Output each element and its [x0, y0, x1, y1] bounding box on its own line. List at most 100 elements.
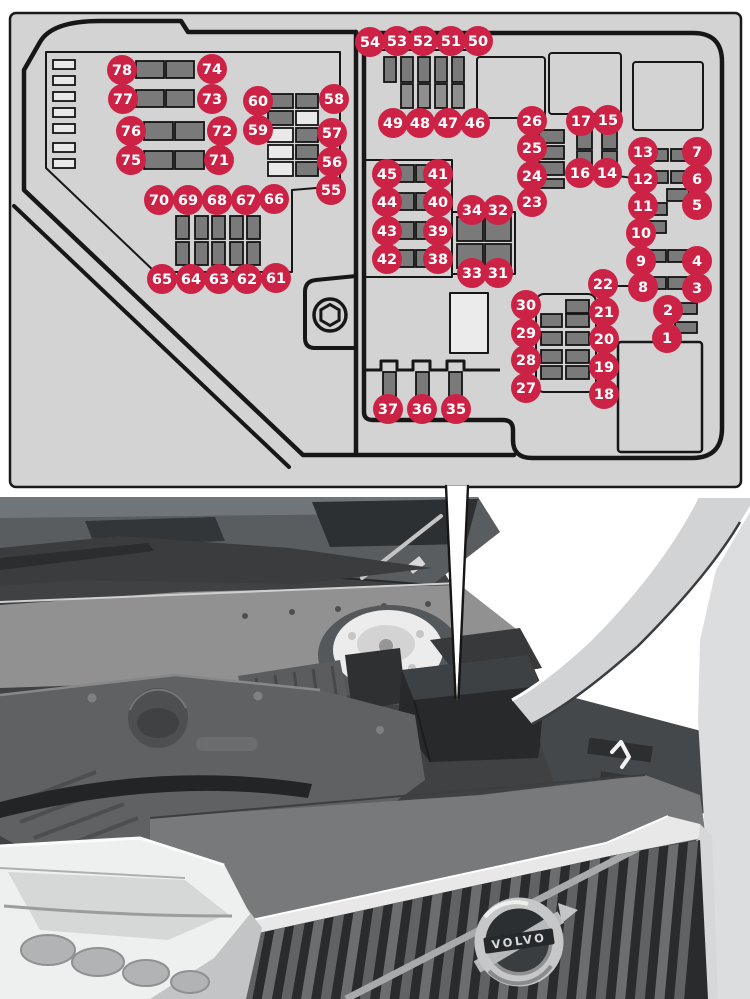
fuse-marker-5: 5	[682, 190, 712, 220]
svg-text:30: 30	[516, 298, 536, 314]
bolt-bracket	[303, 274, 358, 350]
fuse-marker-10: 10	[626, 218, 656, 248]
fuse-marker-27: 27	[511, 373, 541, 403]
fuse-marker-14: 14	[592, 158, 622, 188]
fuse-box-cover	[398, 655, 548, 763]
svg-text:60: 60	[248, 94, 268, 110]
engine-bay-photo: VOLVO	[0, 497, 750, 999]
fuse-marker-39: 39	[423, 216, 453, 246]
fuse-marker-43: 43	[372, 216, 402, 246]
svg-text:77: 77	[113, 92, 133, 108]
grille-slats	[242, 840, 699, 999]
left-headlight	[0, 836, 250, 999]
svg-text:76: 76	[121, 124, 141, 140]
fuse-marker-60: 60	[243, 86, 273, 116]
fuse-marker-34: 34	[457, 195, 487, 225]
svg-text:47: 47	[438, 116, 458, 132]
fuse-marker-33: 33	[457, 258, 487, 288]
svg-text:32: 32	[488, 203, 508, 219]
svg-text:35: 35	[446, 402, 466, 418]
svg-text:46: 46	[465, 116, 485, 132]
fuse-marker-35: 35	[441, 394, 471, 424]
svg-text:68: 68	[207, 193, 227, 209]
fuse-marker-56: 56	[317, 147, 347, 177]
fuse-marker-26: 26	[517, 106, 547, 136]
svg-text:27: 27	[516, 381, 536, 397]
fuse-number-layer: 1234567891011121314151617181920212223242…	[107, 26, 712, 424]
fuse-marker-58: 58	[319, 84, 349, 114]
fuse-marker-46: 46	[460, 108, 490, 138]
svg-text:5: 5	[692, 198, 702, 214]
callout-pointer	[444, 484, 470, 701]
svg-text:33: 33	[462, 266, 482, 282]
fuse-marker-20: 20	[589, 324, 619, 354]
fuse-marker-6: 6	[682, 164, 712, 194]
fuse-marker-23: 23	[517, 187, 547, 217]
fuse-marker-38: 38	[423, 244, 453, 274]
fuse-marker-12: 12	[628, 164, 658, 194]
svg-text:4: 4	[692, 254, 702, 270]
front-grille: VOLVO	[238, 815, 718, 999]
svg-text:58: 58	[324, 92, 344, 108]
wiper-arm	[0, 543, 154, 570]
fuse-marker-32: 32	[483, 195, 513, 225]
fuse-marker-72: 72	[207, 116, 237, 146]
svg-text:52: 52	[413, 34, 433, 50]
fuse-marker-25: 25	[517, 133, 547, 163]
svg-text:8: 8	[638, 280, 648, 296]
fuse-marker-47: 47	[433, 108, 463, 138]
svg-text:40: 40	[428, 195, 448, 211]
svg-text:13: 13	[633, 145, 653, 161]
svg-text:21: 21	[594, 305, 614, 321]
fusebox-outline	[12, 18, 725, 469]
fuse-marker-67: 67	[231, 185, 261, 215]
fuse-marker-28: 28	[511, 345, 541, 375]
svg-text:70: 70	[149, 193, 169, 209]
bumper-top	[149, 774, 706, 935]
fuse-marker-52: 52	[408, 26, 438, 56]
fuse-marker-9: 9	[626, 246, 656, 276]
svg-text:38: 38	[428, 252, 448, 268]
svg-text:25: 25	[522, 141, 542, 157]
iron-mark-arrow	[558, 903, 578, 923]
fuse-marker-69: 69	[173, 185, 203, 215]
svg-text:75: 75	[121, 153, 141, 169]
svg-text:63: 63	[209, 272, 229, 288]
svg-text:19: 19	[594, 360, 614, 376]
fuse-marker-53: 53	[382, 26, 412, 56]
fuse-marker-40: 40	[423, 187, 453, 217]
svg-text:57: 57	[322, 126, 342, 142]
svg-text:67: 67	[236, 193, 256, 209]
fuse-marker-30: 30	[511, 290, 541, 320]
svg-text:18: 18	[594, 387, 614, 403]
fuse-marker-36: 36	[407, 394, 437, 424]
volvo-emblem: VOLVO	[473, 897, 578, 987]
fuse-marker-16: 16	[565, 158, 595, 188]
svg-text:28: 28	[516, 353, 536, 369]
svg-text:54: 54	[360, 35, 380, 51]
fuse-marker-22: 22	[588, 269, 618, 299]
svg-text:10: 10	[631, 226, 651, 242]
fuse-marker-4: 4	[682, 246, 712, 276]
svg-text:12: 12	[633, 172, 653, 188]
fuse-marker-48: 48	[405, 108, 435, 138]
svg-text:50: 50	[468, 34, 488, 50]
svg-text:62: 62	[237, 272, 257, 288]
bolt-icon	[312, 297, 348, 333]
hood-vent-recess	[312, 499, 478, 547]
svg-text:26: 26	[522, 114, 542, 130]
svg-text:24: 24	[522, 169, 542, 185]
svg-text:72: 72	[212, 124, 232, 140]
svg-text:45: 45	[377, 167, 397, 183]
fuse-marker-64: 64	[176, 264, 206, 294]
fuse-marker-13: 13	[628, 137, 658, 167]
svg-text:6: 6	[692, 172, 702, 188]
svg-text:66: 66	[264, 192, 284, 208]
fuse-marker-17: 17	[566, 106, 596, 136]
fuse-marker-65: 65	[147, 264, 177, 294]
grille-chrome-frame	[252, 816, 702, 934]
fuse-marker-51: 51	[436, 26, 466, 56]
svg-text:56: 56	[322, 155, 342, 171]
fuse-marker-63: 63	[204, 264, 234, 294]
